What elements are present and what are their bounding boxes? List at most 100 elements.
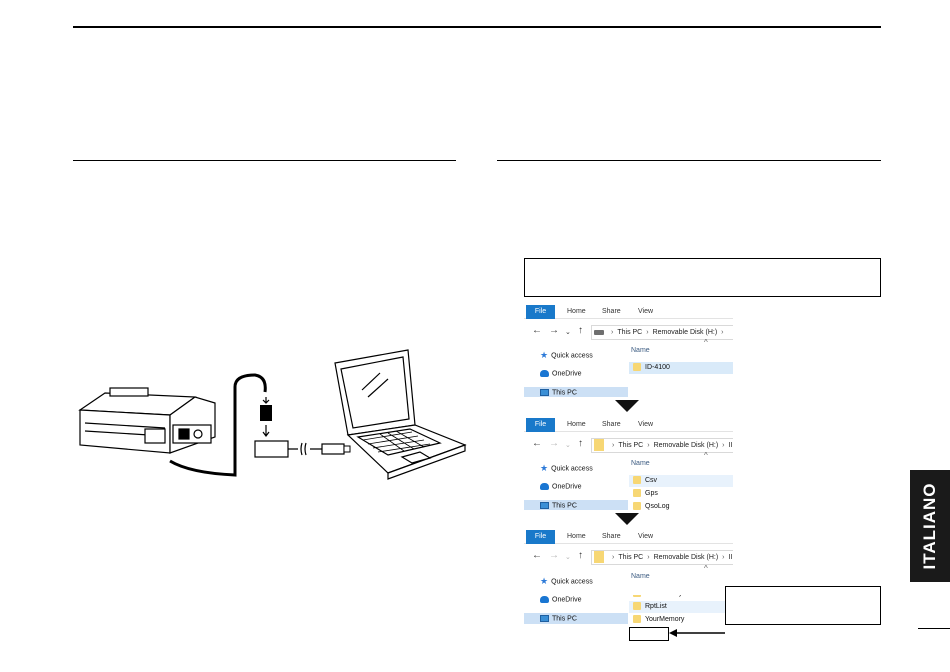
nav-this-pc[interactable]: This PC <box>540 502 577 509</box>
computer-icon <box>540 502 549 509</box>
forward-arrow-icon[interactable]: → <box>549 550 559 561</box>
recent-chevron-icon[interactable]: ⌄ <box>565 554 571 561</box>
list-item[interactable]: QsoLog <box>629 501 733 510</box>
list-item[interactable]: Csv <box>629 475 733 487</box>
tab-share[interactable]: Share <box>602 533 621 540</box>
card-reader-icon <box>254 440 289 458</box>
explorer-window-3: File Home Share View ← → ⌄ ↑ ›This PC›Re… <box>524 529 733 624</box>
address-segment[interactable]: This PC <box>617 329 643 336</box>
recent-chevron-icon[interactable]: ⌄ <box>565 442 571 449</box>
nav-onedrive[interactable]: OneDrive <box>540 596 582 603</box>
nav-this-pc[interactable]: This PC <box>540 389 577 396</box>
list-item[interactable]: CsvMemory <box>629 595 733 600</box>
nav-this-pc-highlight <box>524 500 628 510</box>
address-bar[interactable]: ›This PC›Removable Disk (H:)›II <box>591 438 733 453</box>
computer-icon <box>540 615 549 622</box>
ribbon: File Home Share View <box>524 529 733 544</box>
folder-icon <box>633 595 641 598</box>
ribbon: File Home Share View <box>524 304 733 319</box>
address-segment[interactable]: Removable Disk (H:) <box>652 329 718 336</box>
nav-onedrive[interactable]: OneDrive <box>540 370 582 377</box>
nav-this-pc[interactable]: This PC <box>540 615 577 622</box>
list-item[interactable]: RptList <box>629 601 733 613</box>
callout-arrow-icon <box>669 629 725 637</box>
callout-box <box>725 586 881 625</box>
computer-icon <box>540 389 549 396</box>
folder-icon <box>633 489 641 498</box>
drive-icon <box>594 329 604 335</box>
folder-icon <box>594 551 604 564</box>
tab-home[interactable]: Home <box>567 308 586 315</box>
list-item[interactable]: ID-4100 <box>629 362 733 374</box>
microsd-card-icon <box>260 405 272 421</box>
cloud-icon <box>540 370 549 377</box>
tab-home[interactable]: Home <box>567 533 586 540</box>
right-section-rule <box>497 160 881 161</box>
page-number-rule <box>918 628 950 629</box>
down-arrow-icon <box>615 513 639 525</box>
tab-file[interactable]: File <box>526 305 555 319</box>
laptop-icon <box>334 349 467 480</box>
star-icon: ★ <box>540 350 549 360</box>
tab-share[interactable]: Share <box>602 308 621 315</box>
forward-arrow-icon[interactable]: → <box>549 325 559 336</box>
tab-share[interactable]: Share <box>602 421 621 428</box>
cloud-icon <box>540 483 549 490</box>
navigation-bar: ← → ⌄ ↑ ›This PC›Removable Disk (H:)›II <box>524 437 733 455</box>
radio-body-icon <box>78 387 216 454</box>
ribbon: File Home Share View <box>524 417 733 432</box>
navigation-bar: ← → ⌄ ↑ ›This PC›Removable Disk (H:)› <box>524 324 733 342</box>
cable-icon <box>169 373 267 477</box>
address-segment[interactable]: II <box>728 442 733 449</box>
insert-arrow-icon <box>262 397 270 437</box>
star-icon: ★ <box>540 576 549 586</box>
up-arrow-icon[interactable]: ↑ <box>578 325 583 336</box>
tab-view[interactable]: View <box>638 308 654 315</box>
address-segment[interactable]: Removable Disk (H:) <box>653 554 719 561</box>
address-segment[interactable]: This PC <box>618 554 644 561</box>
nav-quick-access[interactable]: ★Quick access <box>540 350 593 360</box>
column-header-name[interactable]: Name <box>631 573 650 580</box>
back-arrow-icon[interactable]: ← <box>532 325 542 336</box>
up-arrow-icon[interactable]: ↑ <box>578 438 583 449</box>
column-header-name[interactable]: Name <box>631 460 650 467</box>
column-header-name[interactable]: Name <box>631 347 650 354</box>
nav-this-pc-highlight <box>524 613 628 624</box>
forward-arrow-icon[interactable]: → <box>549 438 559 449</box>
tab-home[interactable]: Home <box>567 421 586 428</box>
left-section-rule <box>73 160 456 161</box>
folder-icon <box>633 615 641 624</box>
recent-chevron-icon[interactable]: ⌄ <box>565 329 571 336</box>
language-tab: ITALIANO <box>910 470 950 582</box>
sort-caret-icon: ^ <box>704 451 708 460</box>
address-bar[interactable]: ›This PC›Removable Disk (H:)›II <box>591 550 733 565</box>
connection-illustration <box>78 349 467 480</box>
back-arrow-icon[interactable]: ← <box>532 438 542 449</box>
down-arrow-icon <box>615 400 639 412</box>
address-bar[interactable]: ›This PC›Removable Disk (H:)› <box>591 325 733 340</box>
language-label: ITALIANO <box>920 482 939 570</box>
star-icon: ★ <box>540 463 549 473</box>
list-item[interactable]: YourMemory <box>629 614 733 624</box>
top-rule <box>73 26 881 28</box>
tab-file[interactable]: File <box>526 530 555 544</box>
explorer-window-2: File Home Share View ← → ⌄ ↑ ›This PC›Re… <box>524 417 733 510</box>
list-item[interactable]: Gps <box>629 488 733 500</box>
back-arrow-icon[interactable]: ← <box>532 550 542 561</box>
usb-plug-icon <box>321 443 345 455</box>
explorer-window-1: File Home Share View ← → ⌄ ↑ ›This PC›Re… <box>524 304 733 397</box>
rptlist-highlight-box <box>629 627 669 641</box>
address-segment[interactable]: This PC <box>618 442 644 449</box>
sort-caret-icon: ^ <box>704 338 708 347</box>
address-segment[interactable]: II <box>728 554 733 561</box>
address-segment[interactable]: Removable Disk (H:) <box>653 442 719 449</box>
nav-quick-access[interactable]: ★Quick access <box>540 576 593 586</box>
up-arrow-icon[interactable]: ↑ <box>578 550 583 561</box>
nav-onedrive[interactable]: OneDrive <box>540 483 582 490</box>
sort-caret-icon: ^ <box>704 564 708 573</box>
tab-view[interactable]: View <box>638 421 654 428</box>
nav-quick-access[interactable]: ★Quick access <box>540 463 593 473</box>
folder-icon <box>633 363 641 372</box>
tab-view[interactable]: View <box>638 533 654 540</box>
tab-file[interactable]: File <box>526 418 555 432</box>
